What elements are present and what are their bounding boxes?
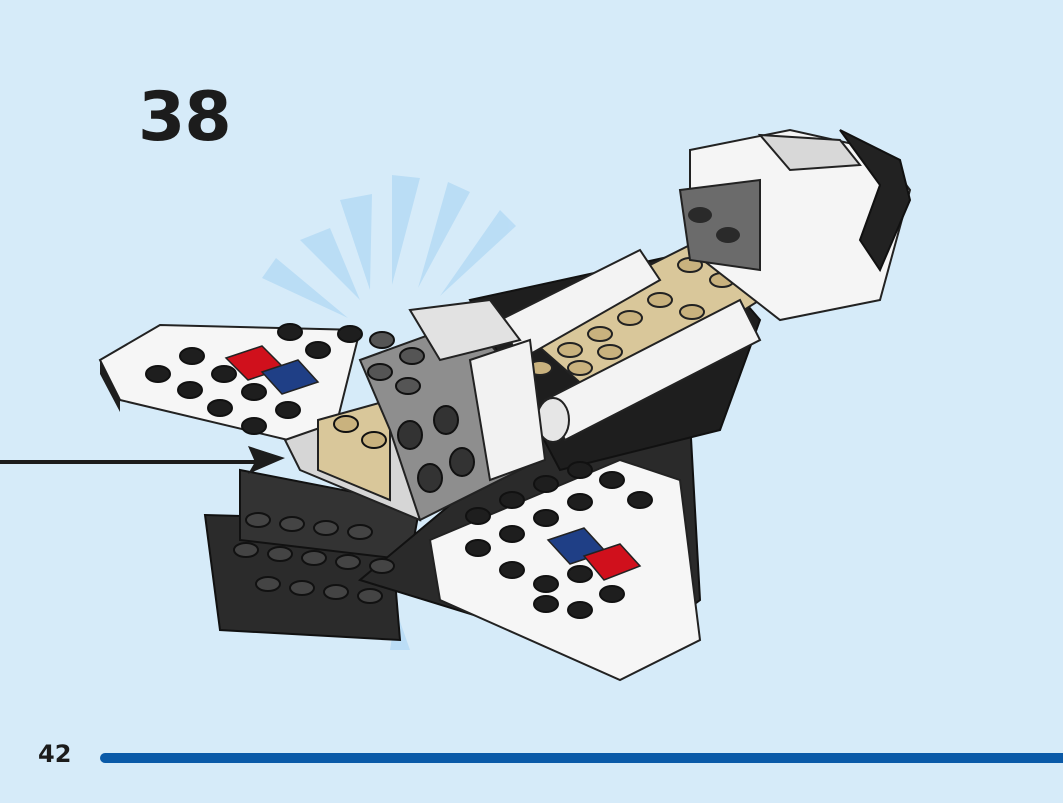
new-engine-block	[283, 298, 547, 522]
step-number: 38	[138, 78, 232, 157]
left-wing-studs	[145, 323, 363, 435]
right-wing	[428, 458, 702, 682]
base-studs	[233, 512, 395, 604]
fuselage	[468, 238, 762, 472]
cockpit	[678, 128, 912, 322]
page-progress-bar	[100, 753, 1063, 763]
pointer-arrow	[0, 446, 285, 474]
right-wing-studs	[465, 461, 653, 619]
left-wing	[98, 323, 362, 452]
highlight-rays	[262, 175, 516, 650]
page-number: 42	[38, 740, 72, 768]
